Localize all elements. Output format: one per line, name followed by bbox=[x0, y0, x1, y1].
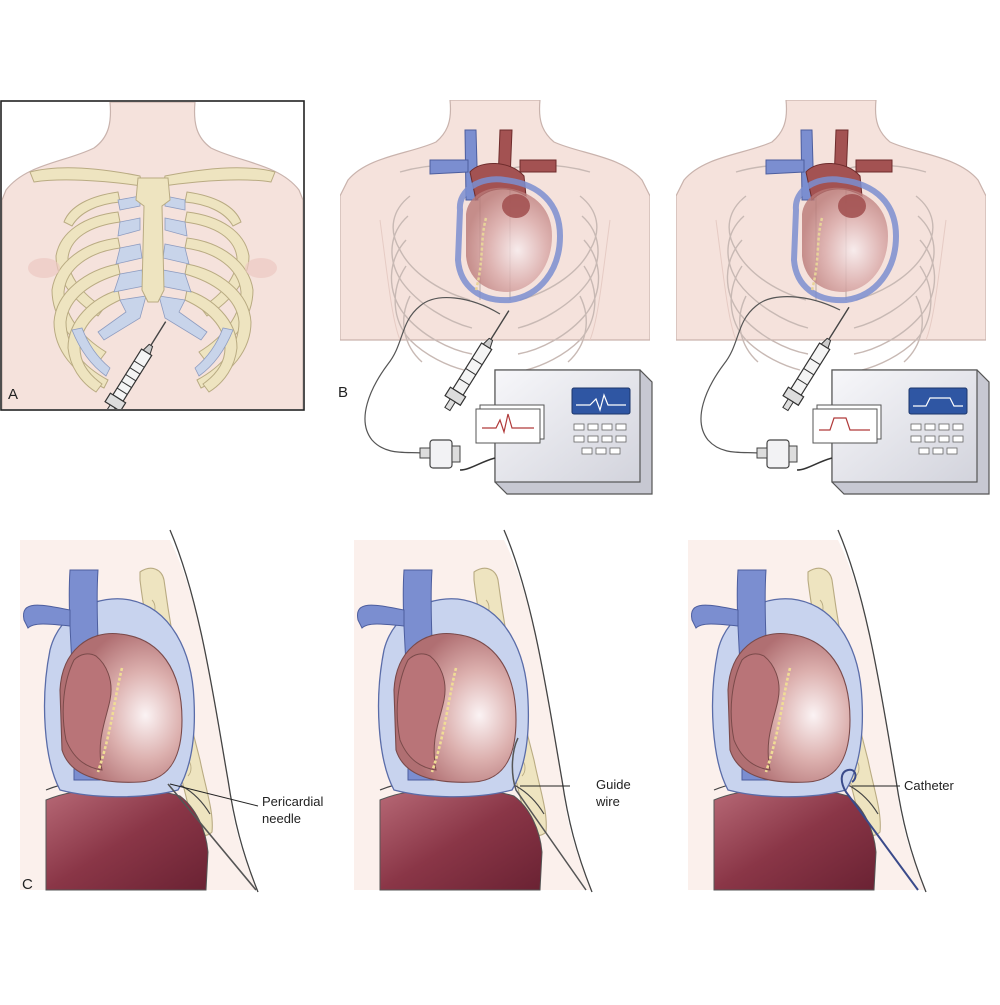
syringe-icon bbox=[782, 306, 850, 412]
heart-b2 bbox=[765, 129, 900, 304]
ecg-monitor-icon bbox=[459, 369, 653, 495]
ribs-right bbox=[184, 191, 254, 393]
ecg-monitor-icon bbox=[796, 369, 990, 495]
callout-line-2: needle bbox=[262, 811, 302, 826]
panel-b-right bbox=[676, 100, 990, 495]
callout-line-2: wire bbox=[596, 794, 620, 809]
syringe-icon bbox=[104, 321, 167, 409]
callout-guide-wire: Guide wire bbox=[596, 776, 631, 810]
panel-label-a: A bbox=[8, 386, 19, 403]
callout-line-1: Guide bbox=[596, 777, 631, 792]
ecg-lead-wire bbox=[700, 296, 841, 455]
catheter bbox=[840, 768, 919, 891]
pericardial-needle bbox=[167, 783, 257, 891]
sagittal-view-guide-wire bbox=[354, 529, 593, 893]
heart-b1 bbox=[429, 129, 564, 304]
transducer-icon bbox=[419, 439, 461, 469]
callout-line-1: Pericardial bbox=[262, 794, 324, 809]
ecg-lead-wire bbox=[364, 296, 501, 455]
callout-pericardial-needle: Pericardial needle bbox=[262, 793, 323, 827]
callout-catheter: Catheter bbox=[904, 777, 954, 794]
guide-wire bbox=[511, 737, 587, 891]
panel-b-left bbox=[340, 100, 653, 495]
sagittal-view-needle bbox=[20, 529, 259, 893]
transducer-icon bbox=[756, 439, 798, 469]
panel-label-b: B bbox=[338, 384, 349, 401]
syringe-icon bbox=[444, 310, 510, 412]
costal-cartilage bbox=[71, 195, 234, 377]
callout-line-1: Catheter bbox=[904, 778, 954, 793]
ribs-left bbox=[51, 191, 121, 393]
panel-label-c: C bbox=[22, 876, 33, 893]
sternum bbox=[135, 177, 171, 303]
panel-a bbox=[0, 100, 305, 411]
sagittal-view-catheter bbox=[688, 529, 927, 893]
